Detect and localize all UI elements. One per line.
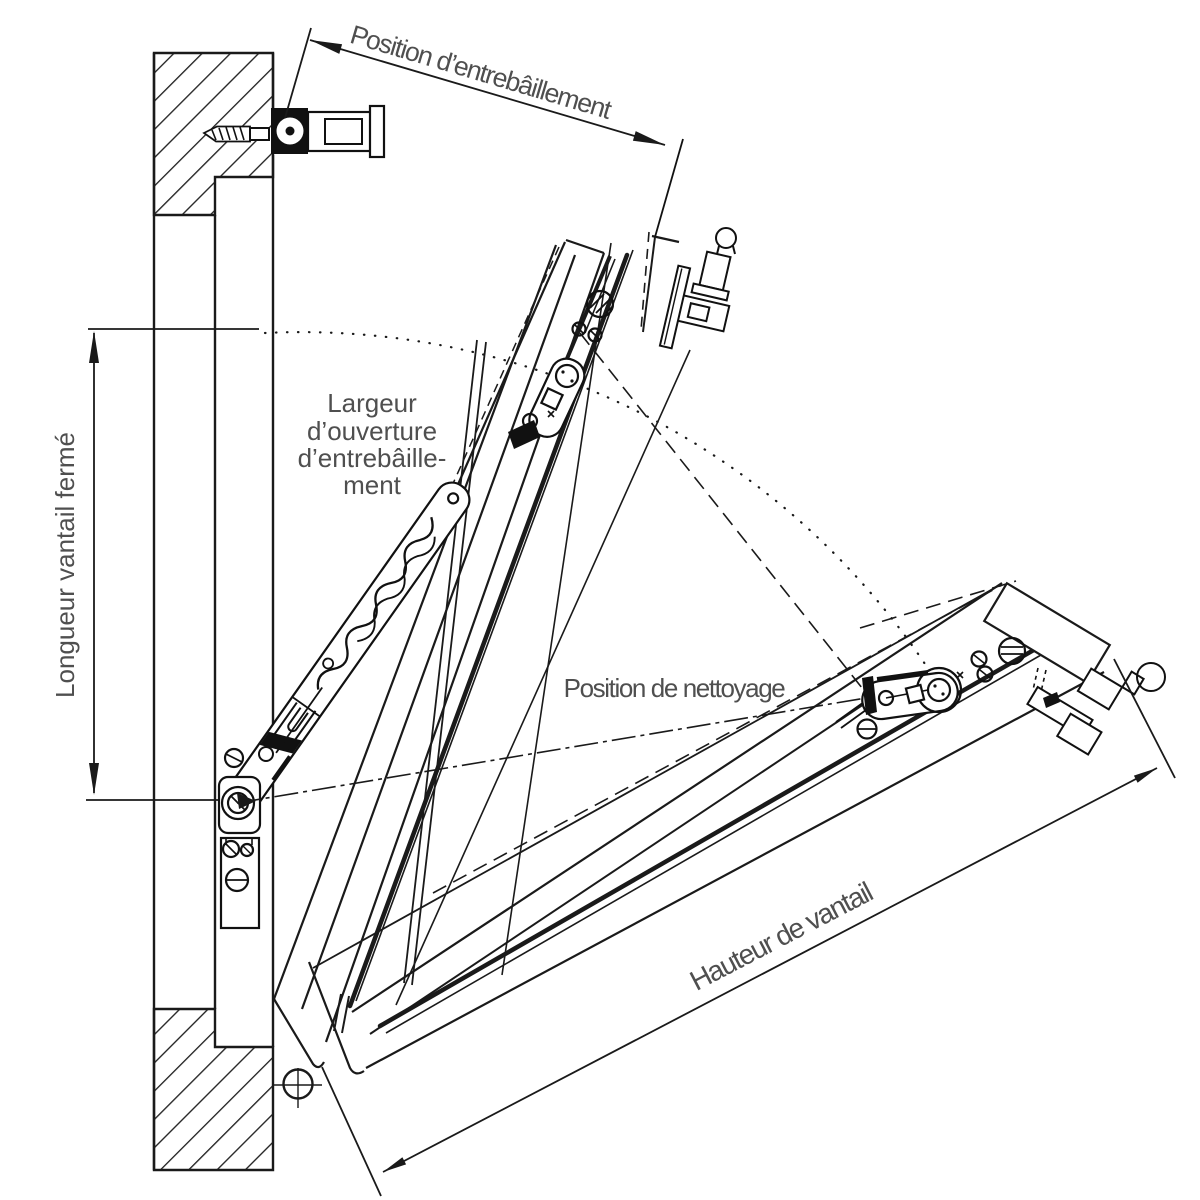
svg-text:d’entrebâille-: d’entrebâille- [298,443,447,473]
svg-text:d’ouverture: d’ouverture [307,416,437,446]
svg-text:Largeur: Largeur [327,388,417,418]
svg-text:Position de nettoyage: Position de nettoyage [564,673,786,703]
svg-text:Longueur vantail fermé: Longueur vantail fermé [50,432,80,698]
svg-text:ment: ment [343,470,402,500]
